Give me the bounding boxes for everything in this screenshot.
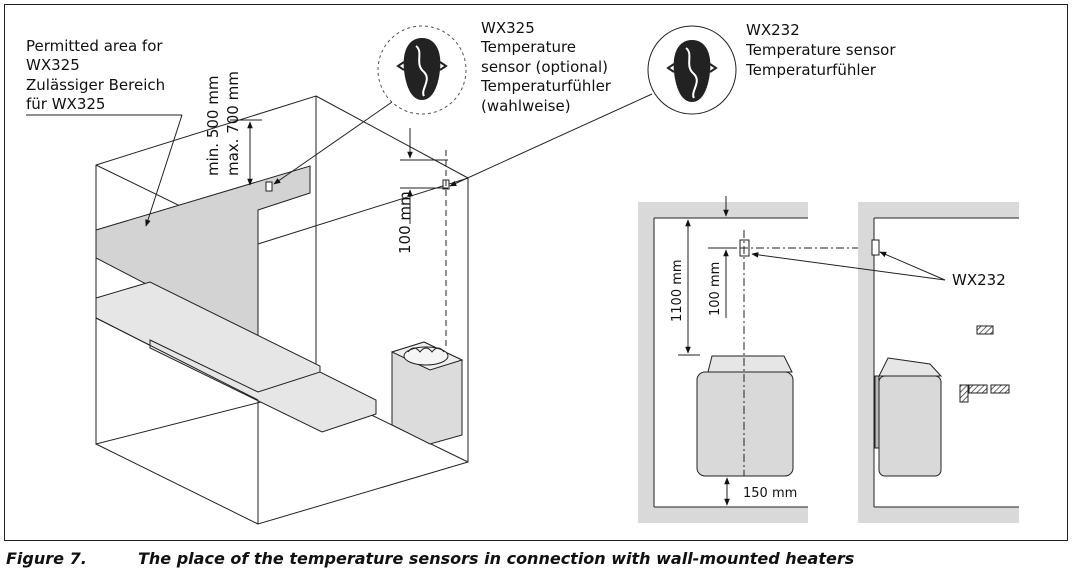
- sauna-benches: [95, 281, 377, 433]
- permitted-area-label: Permitted area for WX325 Zulässiger Bere…: [26, 37, 170, 113]
- permitted-area-band: [95, 165, 311, 343]
- wx325-label: WX325 Temperature sensor (optional) Temp…: [480, 19, 616, 115]
- dim-min-label: min. 500 mm: [204, 76, 222, 176]
- wx325-sensor-icon: [396, 38, 448, 100]
- dim-100-left-label: 100 mm: [396, 191, 414, 254]
- heater-front: [696, 355, 794, 477]
- caption-text: The place of the temperature sensors in …: [138, 549, 855, 568]
- dim-100-right-label: 100 mm: [708, 262, 723, 316]
- dim-1100-label: 1100 mm: [670, 259, 685, 322]
- caption-number: Figure 7.: [6, 549, 87, 568]
- figure-caption: Figure 7. The place of the temperature s…: [6, 549, 1066, 571]
- dim-150-label: 150 mm: [743, 486, 797, 501]
- wx232-callout: [449, 25, 737, 187]
- side-elevation: [858, 202, 1019, 523]
- room-guides: [400, 150, 448, 350]
- hatch-symbols: [959, 325, 1010, 403]
- dim-500-700-arrow: [230, 119, 262, 186]
- wx232-sensor-icon: [666, 40, 718, 102]
- front-elevation: [638, 196, 878, 523]
- permitted-area-leader: [26, 114, 183, 227]
- dim-max-label: max. 700 mm: [224, 71, 242, 176]
- wx232-right-label: WX232: [952, 271, 1006, 289]
- heater-isometric: [390, 341, 464, 445]
- wx232-label: WX232 Temperature sensor Temperaturfühle…: [745, 21, 900, 79]
- wx325-callout: [273, 25, 467, 185]
- wx232-sensor-side: [871, 239, 880, 256]
- wx325-sensor-marker: [265, 181, 273, 192]
- figure-frame: [4, 4, 1068, 541]
- wx232-right-leaders: [751, 251, 946, 281]
- heater-side: [874, 357, 943, 477]
